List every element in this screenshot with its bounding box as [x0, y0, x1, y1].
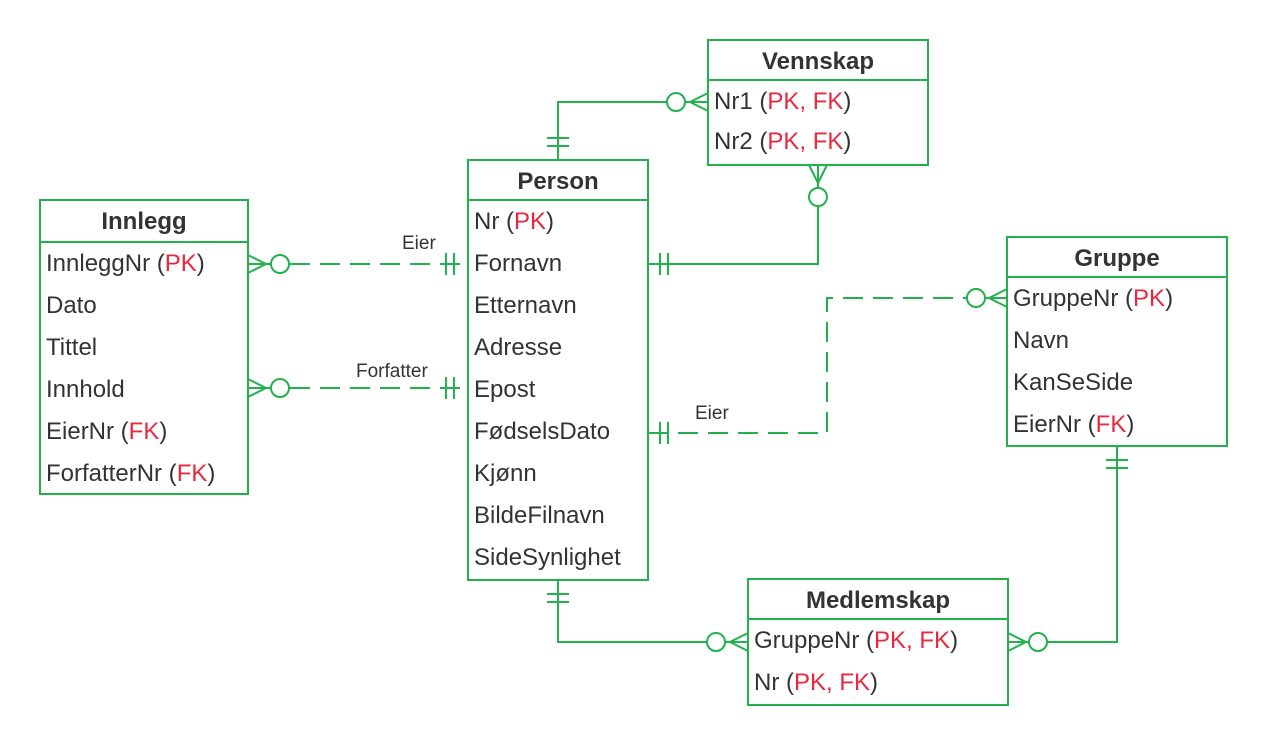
- attribute-key-close: ): [197, 250, 205, 277]
- gruppe-attribute: Navn: [1013, 327, 1069, 354]
- innlegg-attribute: Innhold: [46, 376, 125, 403]
- attribute-key: PK, FK: [767, 128, 843, 155]
- person-attribute: FødselsDato: [474, 418, 610, 445]
- attribute-name: ForfatterNr (: [46, 460, 177, 487]
- vennskap-box: [707, 39, 929, 166]
- relation-innlegg-eier: [247, 253, 468, 275]
- attribute-key: FK: [177, 460, 208, 487]
- attribute-key: FK: [129, 418, 160, 445]
- attribute-name: Adresse: [474, 334, 562, 361]
- relation-gruppe-eier: [648, 288, 1008, 444]
- attribute-name: FødselsDato: [474, 418, 610, 445]
- attribute-name: Innhold: [46, 376, 125, 403]
- relation-innlegg-forfatter: [247, 377, 468, 399]
- attribute-name: EierNr (: [1013, 411, 1096, 438]
- gruppe-attribute: GruppeNr (PK): [1013, 285, 1173, 312]
- relation-person-vennskap-nr2: [648, 164, 828, 275]
- innlegg-attribute: InnleggNr (PK): [46, 250, 205, 277]
- attribute-name: EierNr (: [46, 418, 129, 445]
- gruppe-attribute: KanSeSide: [1013, 369, 1133, 396]
- medlemskap-title: Medlemskap: [806, 587, 950, 614]
- attribute-name: Epost: [474, 376, 536, 403]
- medlemskap-attribute: GruppeNr (PK, FK): [754, 627, 958, 654]
- attribute-key-close: ): [870, 669, 878, 696]
- vennskap-title: Vennskap: [762, 48, 874, 75]
- person-attribute: Adresse: [474, 334, 562, 361]
- gruppe-box: [1006, 236, 1228, 447]
- label-innlegg-forfatter: Forfatter: [356, 361, 428, 382]
- attribute-name: Nr2 (: [714, 128, 767, 155]
- innlegg-box: [39, 199, 249, 495]
- gruppe-attribute: EierNr (FK): [1013, 411, 1134, 438]
- gruppe-title: Gruppe: [1074, 245, 1159, 272]
- attribute-key-close: ): [207, 460, 215, 487]
- attribute-name: KanSeSide: [1013, 369, 1133, 396]
- attribute-key: PK: [165, 250, 197, 277]
- attribute-name: BildeFilnavn: [474, 502, 605, 529]
- vennskap-attribute: Nr2 (PK, FK): [714, 128, 851, 155]
- person-attribute: Etternavn: [474, 292, 577, 319]
- attribute-name: Kjønn: [474, 460, 537, 487]
- attribute-name: Tittel: [46, 334, 97, 361]
- person-attribute: BildeFilnavn: [474, 502, 605, 529]
- innlegg-attribute: EierNr (FK): [46, 418, 167, 445]
- attribute-key-close: ): [1165, 285, 1173, 312]
- person-attribute: Epost: [474, 376, 536, 403]
- vennskap-attribute: Nr1 (PK, FK): [714, 88, 851, 115]
- person-box: [467, 159, 649, 581]
- attribute-name: Fornavn: [474, 250, 562, 277]
- person-attribute: SideSynlighet: [474, 544, 621, 571]
- attribute-key-close: ): [843, 128, 851, 155]
- person-attribute: Fornavn: [474, 250, 562, 277]
- attribute-key: PK, FK: [874, 627, 950, 654]
- attribute-key-close: ): [950, 627, 958, 654]
- label-gruppe-eier: Eier: [695, 403, 729, 424]
- attribute-key-close: ): [159, 418, 167, 445]
- attribute-key: PK: [1133, 285, 1165, 312]
- attribute-key: PK, FK: [794, 669, 870, 696]
- relation-person-vennskap-nr1: [547, 92, 709, 160]
- attribute-name: Etternavn: [474, 292, 577, 319]
- attribute-key-close: ): [546, 208, 554, 235]
- relation-person-medlemskap: [547, 580, 749, 652]
- medlemskap-attribute: Nr (PK, FK): [754, 669, 878, 696]
- attribute-key-close: ): [843, 88, 851, 115]
- medlemskap-box: [747, 578, 1009, 706]
- attribute-key-close: ): [1126, 411, 1134, 438]
- attribute-name: Navn: [1013, 327, 1069, 354]
- innlegg-attribute: ForfatterNr (FK): [46, 460, 215, 487]
- attribute-name: Nr (: [474, 208, 514, 235]
- attribute-key: PK, FK: [767, 88, 843, 115]
- person-attribute: Kjønn: [474, 460, 537, 487]
- attribute-name: Nr (: [754, 669, 794, 696]
- attribute-name: Nr1 (: [714, 88, 767, 115]
- label-innlegg-eier: Eier: [402, 233, 436, 254]
- attribute-name: GruppeNr (: [754, 627, 874, 654]
- attribute-name: SideSynlighet: [474, 544, 621, 571]
- person-title: Person: [517, 168, 598, 195]
- attribute-key: PK: [514, 208, 546, 235]
- attribute-name: Dato: [46, 292, 97, 319]
- attribute-key: FK: [1096, 411, 1127, 438]
- person-attribute: Nr (PK): [474, 208, 554, 235]
- attribute-name: GruppeNr (: [1013, 285, 1133, 312]
- innlegg-attribute: Tittel: [46, 334, 97, 361]
- innlegg-attribute: Dato: [46, 292, 97, 319]
- attribute-name: InnleggNr (: [46, 250, 165, 277]
- innlegg-title: Innlegg: [101, 208, 186, 235]
- relation-gruppe-medlemskap: [1007, 446, 1128, 652]
